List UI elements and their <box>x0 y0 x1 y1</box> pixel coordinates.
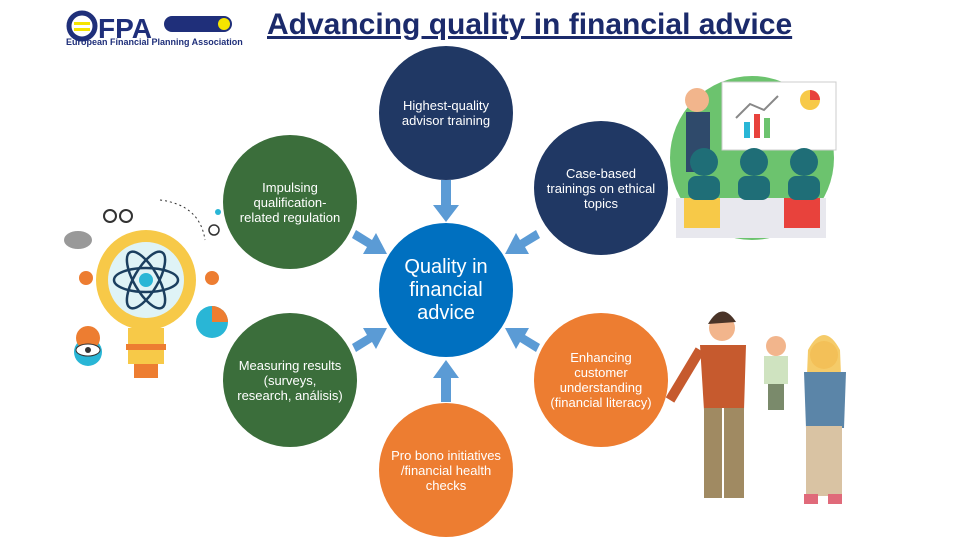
node-label: Case-based trainings on ethical topics <box>546 165 656 211</box>
center-label: Quality in financial advice <box>404 255 488 324</box>
node-advisor-training: Highest-quality advisor training <box>379 46 513 180</box>
node-customer-understanding: Enhancing customer understanding (financ… <box>534 313 668 447</box>
node-label: Pro bono initiatives /financial health c… <box>391 447 501 493</box>
node-measuring-results: Measuring results (surveys, research, an… <box>223 313 357 447</box>
efpa-logo: FPA <box>66 10 232 44</box>
node-label: Highest-quality advisor training <box>401 98 491 128</box>
svg-text:FPA: FPA <box>98 13 152 44</box>
arrow-top <box>433 180 459 222</box>
arrow-bottom-left <box>352 328 387 352</box>
node-label: Impulsing qualification-related regulati… <box>239 179 341 225</box>
node-ethical-trainings: Case-based trainings on ethical topics <box>534 121 668 255</box>
arrow-top-left <box>352 230 387 254</box>
page-title: Advancing quality in financial advice <box>267 8 793 41</box>
arrow-top-right <box>505 230 540 254</box>
arrow-bottom <box>433 360 459 402</box>
logo-subtitle: European Financial Planning Association <box>66 37 243 47</box>
node-regulation: Impulsing qualification-related regulati… <box>223 135 357 269</box>
center-node: Quality in financial advice <box>379 223 513 357</box>
node-label: Enhancing customer understanding (financ… <box>550 350 652 410</box>
node-label: Measuring results (surveys, research, an… <box>237 357 343 403</box>
arrow-bottom-right <box>505 328 540 352</box>
node-pro-bono: Pro bono initiatives /financial health c… <box>379 403 513 537</box>
